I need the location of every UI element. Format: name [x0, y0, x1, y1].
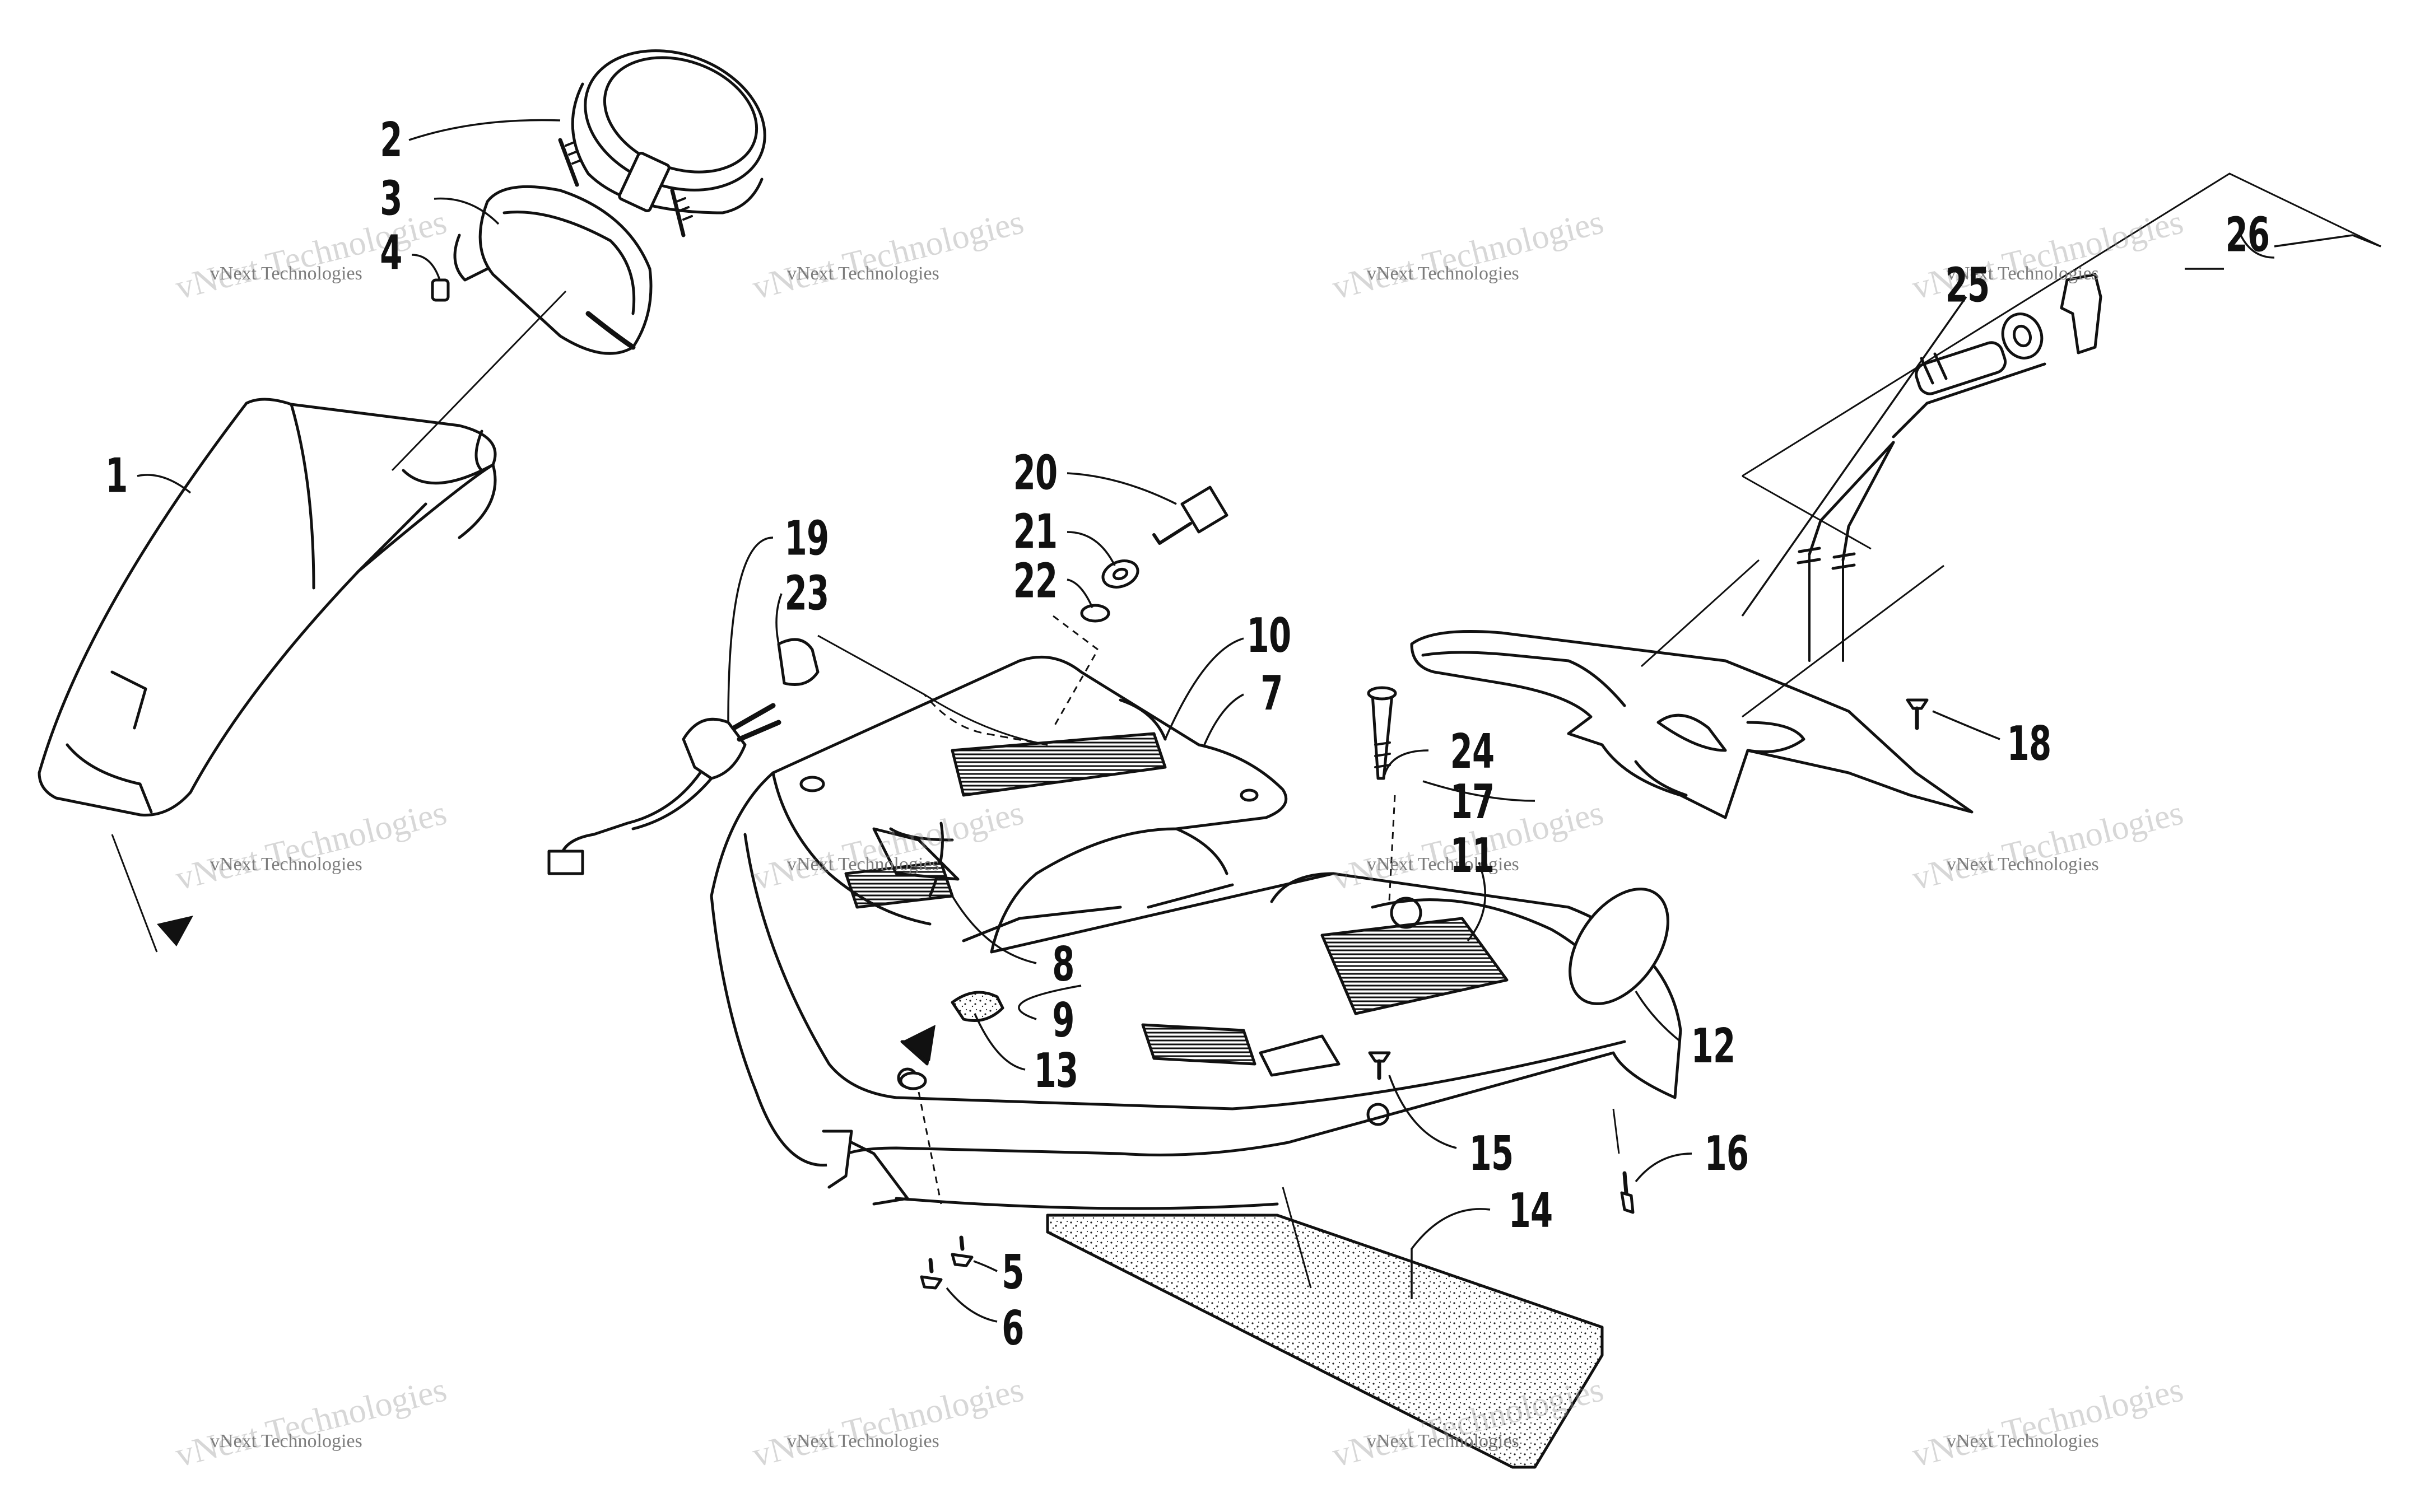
part-14-foam-pad [1046, 1214, 1604, 1469]
part-26-throttle [2001, 273, 2102, 360]
part-17-rear-trim [1410, 630, 1974, 819]
part-23-boot [777, 638, 820, 686]
part-20-key [1152, 486, 1228, 545]
part-6-screw [920, 1258, 943, 1290]
assembly-lines [111, 172, 2381, 1289]
part-4-nut [431, 278, 450, 302]
part-19-switch [547, 703, 781, 875]
part-24-bolt [1367, 686, 1397, 780]
part-21-bezel [1101, 559, 1139, 589]
part-22-washer [1080, 604, 1110, 623]
part-7-console [710, 655, 1682, 1210]
part-2-gauge [558, 49, 766, 237]
part-1-hood [38, 398, 497, 816]
part-18-screw [1906, 698, 1929, 730]
part-5-screw [951, 1235, 974, 1267]
part-15-screw [1368, 1051, 1391, 1080]
part-16-screw [1620, 1171, 1635, 1214]
part-13-decal [951, 991, 1004, 1022]
part-25-cable [1797, 341, 2046, 662]
part-12-oval-decal [1569, 888, 1669, 1005]
reference-arrows [157, 916, 936, 1061]
leader-lines [137, 119, 2381, 1323]
part-3-gauge-bracket [453, 185, 653, 355]
